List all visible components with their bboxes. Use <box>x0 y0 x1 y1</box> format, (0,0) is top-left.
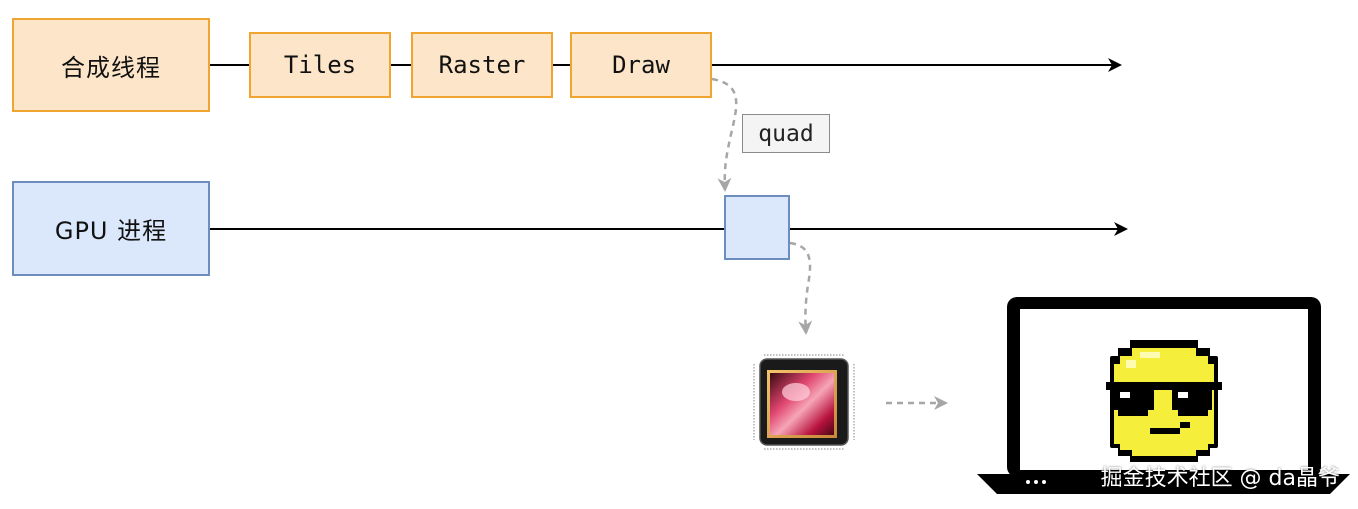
watermark: 掘金技术社区 @ da晶爷 <box>1100 466 1340 491</box>
draw-node: Draw <box>570 32 712 98</box>
quad-label-box: quad <box>742 114 830 153</box>
cool-smiley-face-icon <box>1106 340 1222 462</box>
tiles-node: Tiles <box>249 32 391 98</box>
gpu-process-node: GPU 进程 <box>12 181 210 276</box>
raster-node: Raster <box>411 32 553 98</box>
gpu-process-label: GPU 进程 <box>54 217 168 245</box>
draw-label: Draw <box>612 51 670 79</box>
quad-dashed-arrow <box>711 77 738 192</box>
chip-dashed-arrow <box>789 241 813 335</box>
gpu-task-box <box>724 195 790 260</box>
raster-label: Raster <box>438 51 526 79</box>
quad-label: quad <box>758 120 814 147</box>
compositor-thread-node: 合成线程 <box>12 18 210 112</box>
tiles-label: Tiles <box>283 51 357 79</box>
gpu-chip-icon <box>752 353 856 451</box>
compositor-thread-label: 合成线程 <box>61 53 161 82</box>
